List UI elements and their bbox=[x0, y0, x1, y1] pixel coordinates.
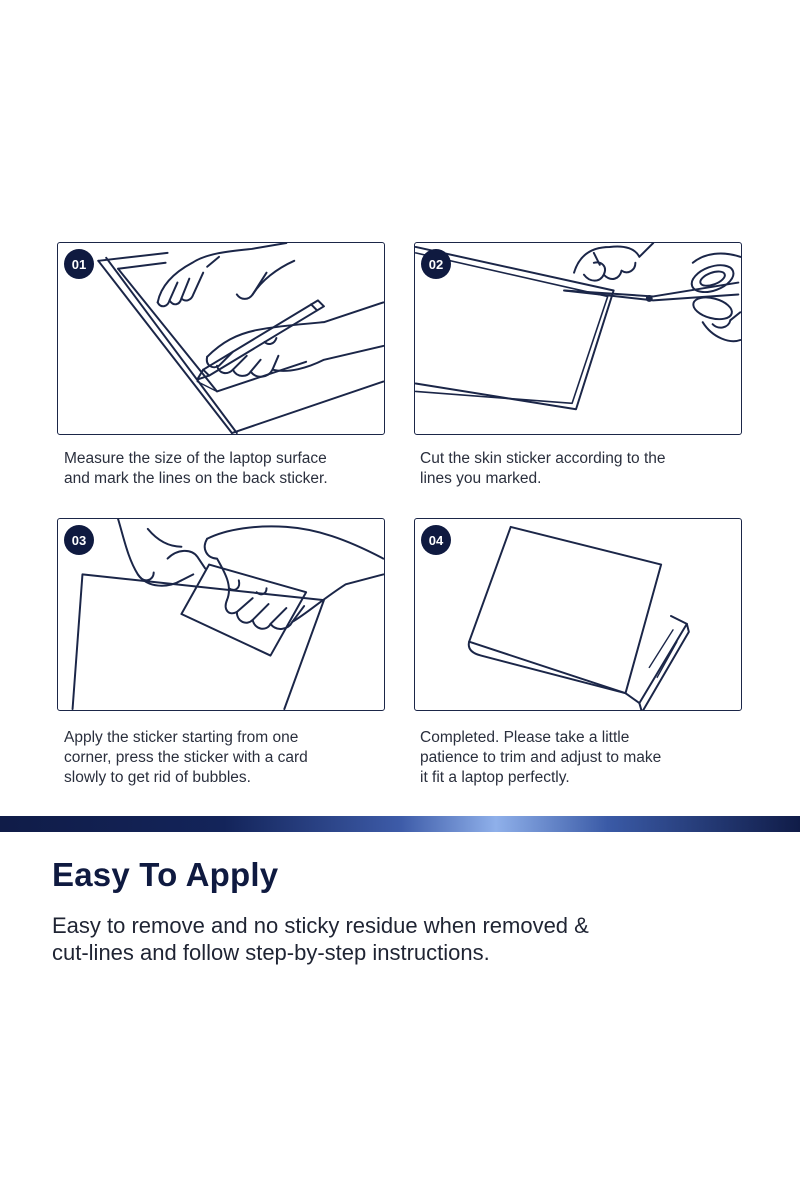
step-04-caption: Completed. Please take a little patience… bbox=[420, 728, 750, 788]
step-04-caption-line-1: Completed. Please take a little bbox=[420, 729, 630, 746]
laptop-with-skin-illustration bbox=[467, 525, 690, 710]
section-title: Easy To Apply bbox=[52, 856, 279, 893]
step-04-caption-line-2: patience to trim and adjust to make bbox=[420, 749, 662, 766]
hands-applying-card-illustration bbox=[71, 519, 384, 710]
step-02-caption-line-1: Cut the skin sticker according to the bbox=[420, 450, 666, 467]
step-03-badge: 03 bbox=[64, 525, 94, 555]
step-01-caption-line-1: Measure the size of the laptop surface bbox=[64, 450, 327, 467]
hand-marking-pencil-illustration bbox=[97, 243, 384, 434]
step-01-panel: 01 bbox=[57, 242, 385, 435]
section-description-line-1: Easy to remove and no sticky residue whe… bbox=[52, 913, 589, 938]
step-03-caption-line-2: corner, press the sticker with a card bbox=[64, 749, 308, 766]
step-04-caption-line-3: it fit a laptop perfectly. bbox=[420, 769, 570, 786]
step-02-caption: Cut the skin sticker according to the li… bbox=[420, 449, 750, 489]
step-01-badge: 01 bbox=[64, 249, 94, 279]
step-02-panel: 02 bbox=[414, 242, 742, 435]
step-03-caption-line-3: slowly to get rid of bubbles. bbox=[64, 769, 251, 786]
step-03-caption: Apply the sticker starting from one corn… bbox=[64, 728, 394, 788]
step-03-caption-line-1: Apply the sticker starting from one bbox=[64, 729, 299, 746]
step-04-panel: 04 bbox=[414, 518, 742, 711]
step-04-badge: 04 bbox=[421, 525, 451, 555]
step-02-caption-line-2: lines you marked. bbox=[420, 470, 542, 487]
step-01-caption: Measure the size of the laptop surface a… bbox=[64, 449, 394, 489]
section-description: Easy to remove and no sticky residue whe… bbox=[52, 912, 752, 966]
step-02-badge: 02 bbox=[421, 249, 451, 279]
gradient-divider bbox=[0, 816, 800, 832]
step-01-caption-line-2: and mark the lines on the back sticker. bbox=[64, 470, 328, 487]
scissors-cutting-illustration bbox=[415, 243, 741, 411]
section-description-line-2: cut-lines and follow step-by-step instru… bbox=[52, 940, 490, 965]
step-03-panel: 03 bbox=[57, 518, 385, 711]
